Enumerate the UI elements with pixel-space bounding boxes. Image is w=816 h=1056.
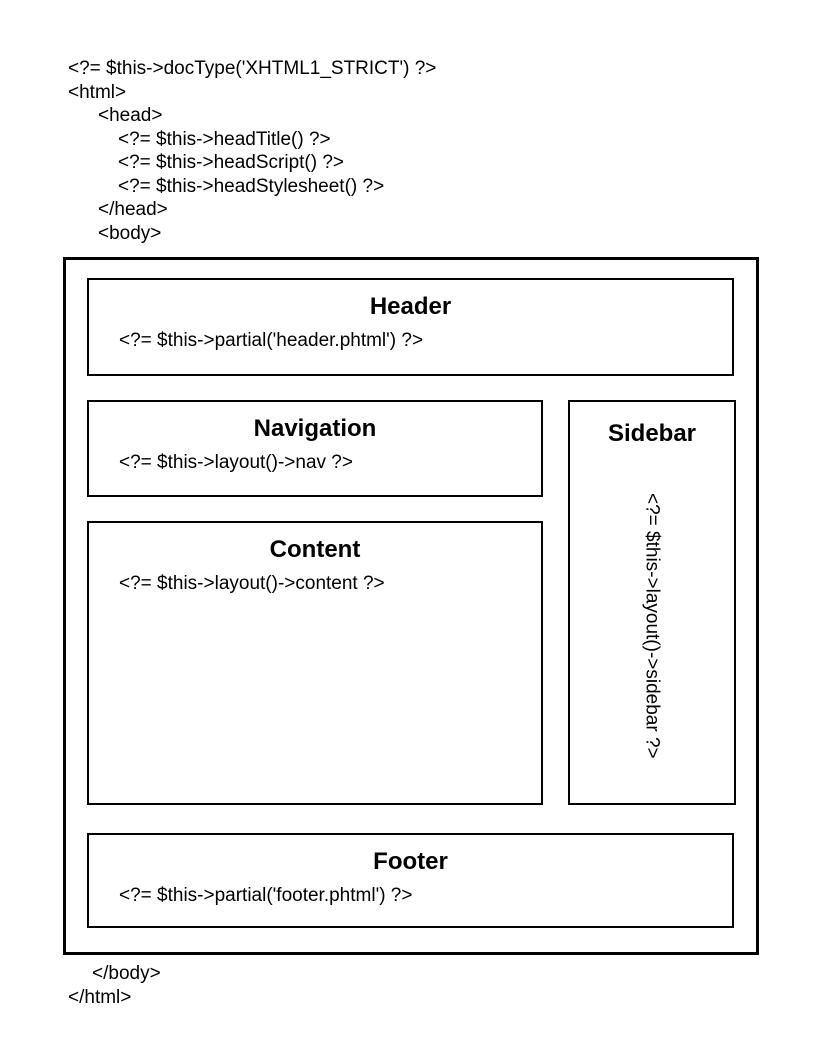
xhtml-source-code-bottom: </body> </html> bbox=[68, 962, 161, 1009]
code-line-head-script: <?= $this->headScript() ?> bbox=[118, 152, 345, 173]
content-box: Content <?= $this->layout()->content ?> bbox=[87, 521, 543, 805]
header-box-title: Header bbox=[369, 293, 452, 320]
code-line-body-close: </body> bbox=[92, 963, 161, 984]
header-box: Header <?= $this->partial('header.phtml'… bbox=[87, 278, 734, 376]
xhtml-source-code-top: <?= $this->docType('XHTML1_STRICT') ?> <… bbox=[68, 57, 436, 245]
body-layout-container-box: Header <?= $this->partial('header.phtml'… bbox=[63, 257, 759, 955]
navigation-box: Navigation <?= $this->layout()->nav ?> bbox=[87, 400, 543, 497]
content-box-code: <?= $this->layout()->content ?> bbox=[119, 573, 385, 594]
code-line-head-close: </head> bbox=[98, 199, 168, 220]
sidebar-box-code: <?= $this->layout()->sidebar ?> bbox=[641, 492, 663, 759]
footer-box: Footer <?= $this->partial('footer.phtml'… bbox=[87, 833, 734, 928]
navigation-box-title: Navigation bbox=[253, 415, 377, 442]
navigation-box-code: <?= $this->layout()->nav ?> bbox=[119, 452, 353, 473]
header-box-code: <?= $this->partial('header.phtml') ?> bbox=[119, 330, 424, 351]
sidebar-box: Sidebar <?= $this->layout()->sidebar ?> bbox=[568, 400, 736, 805]
code-line-html-open: <html> bbox=[68, 81, 127, 103]
code-line-head-open: <head> bbox=[98, 105, 163, 126]
sidebar-box-title: Sidebar bbox=[607, 420, 697, 447]
footer-box-title: Footer bbox=[373, 848, 448, 875]
code-line-head-title: <?= $this->headTitle() ?> bbox=[118, 128, 331, 150]
code-line-doctype: <?= $this->docType('XHTML1_STRICT') ?> bbox=[68, 58, 437, 79]
code-line-body-open: <body> bbox=[98, 222, 162, 244]
code-line-html-close: </html> bbox=[68, 986, 132, 1008]
footer-box-code: <?= $this->partial('footer.phtml') ?> bbox=[119, 885, 413, 906]
code-line-head-stylesheet: <?= $this->headStylesheet() ?> bbox=[118, 175, 385, 197]
content-box-title: Content bbox=[269, 536, 361, 563]
